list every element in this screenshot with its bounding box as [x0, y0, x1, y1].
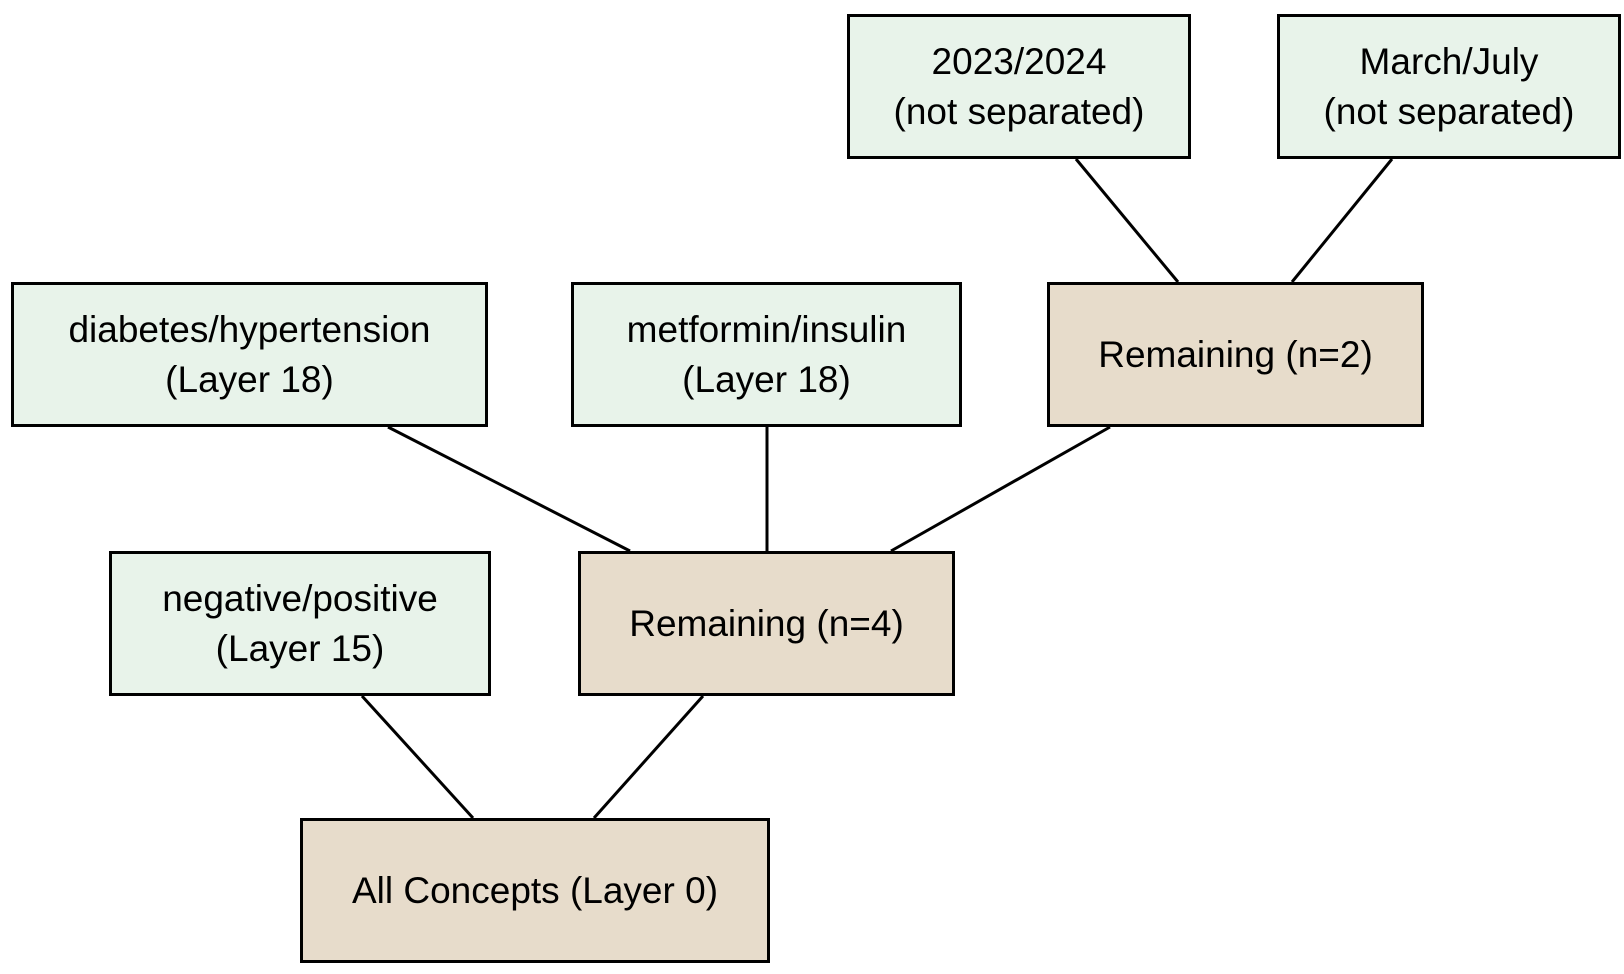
node-metformin-insulin: metformin/insulin (Layer 18)	[571, 282, 962, 427]
node-remaining-2-label: Remaining (n=2)	[1098, 333, 1373, 375]
node-diabetes-hypertension-name: diabetes/hypertension	[68, 308, 431, 350]
edge-root-rem4	[592, 695, 705, 819]
node-remaining-4-label: Remaining (n=4)	[629, 602, 904, 644]
node-2023-2024-status: (not separated)	[893, 90, 1145, 132]
node-metformin-insulin-layer: (Layer 18)	[682, 358, 851, 400]
edge-rem4-rem2	[890, 425, 1111, 553]
node-all-concepts: All Concepts (Layer 0)	[300, 818, 770, 963]
node-metformin-insulin-name: metformin/insulin	[626, 308, 907, 350]
node-diabetes-hypertension: diabetes/hypertension (Layer 18)	[11, 282, 488, 427]
node-remaining-4: Remaining (n=4)	[578, 551, 955, 696]
node-march-july-name: March/July	[1359, 40, 1539, 82]
node-2023-2024-name: 2023/2024	[931, 40, 1107, 82]
node-2023-2024: 2023/2024 (not separated)	[847, 14, 1191, 159]
edge-rem2-month	[1290, 158, 1394, 283]
node-march-july: March/July (not separated)	[1277, 14, 1621, 159]
node-negative-positive: negative/positive (Layer 15)	[109, 551, 491, 696]
node-negative-positive-name: negative/positive	[162, 577, 438, 619]
node-diabetes-hypertension-layer: (Layer 18)	[165, 358, 334, 400]
edge-root-neg	[360, 694, 475, 820]
edge-rem2-year	[1074, 158, 1180, 283]
edge-rem4-diab	[387, 425, 631, 553]
node-march-july-status: (not separated)	[1323, 90, 1575, 132]
node-remaining-2: Remaining (n=2)	[1047, 282, 1424, 427]
node-negative-positive-layer: (Layer 15)	[215, 627, 385, 669]
node-all-concepts-label: All Concepts (Layer 0)	[351, 869, 719, 911]
